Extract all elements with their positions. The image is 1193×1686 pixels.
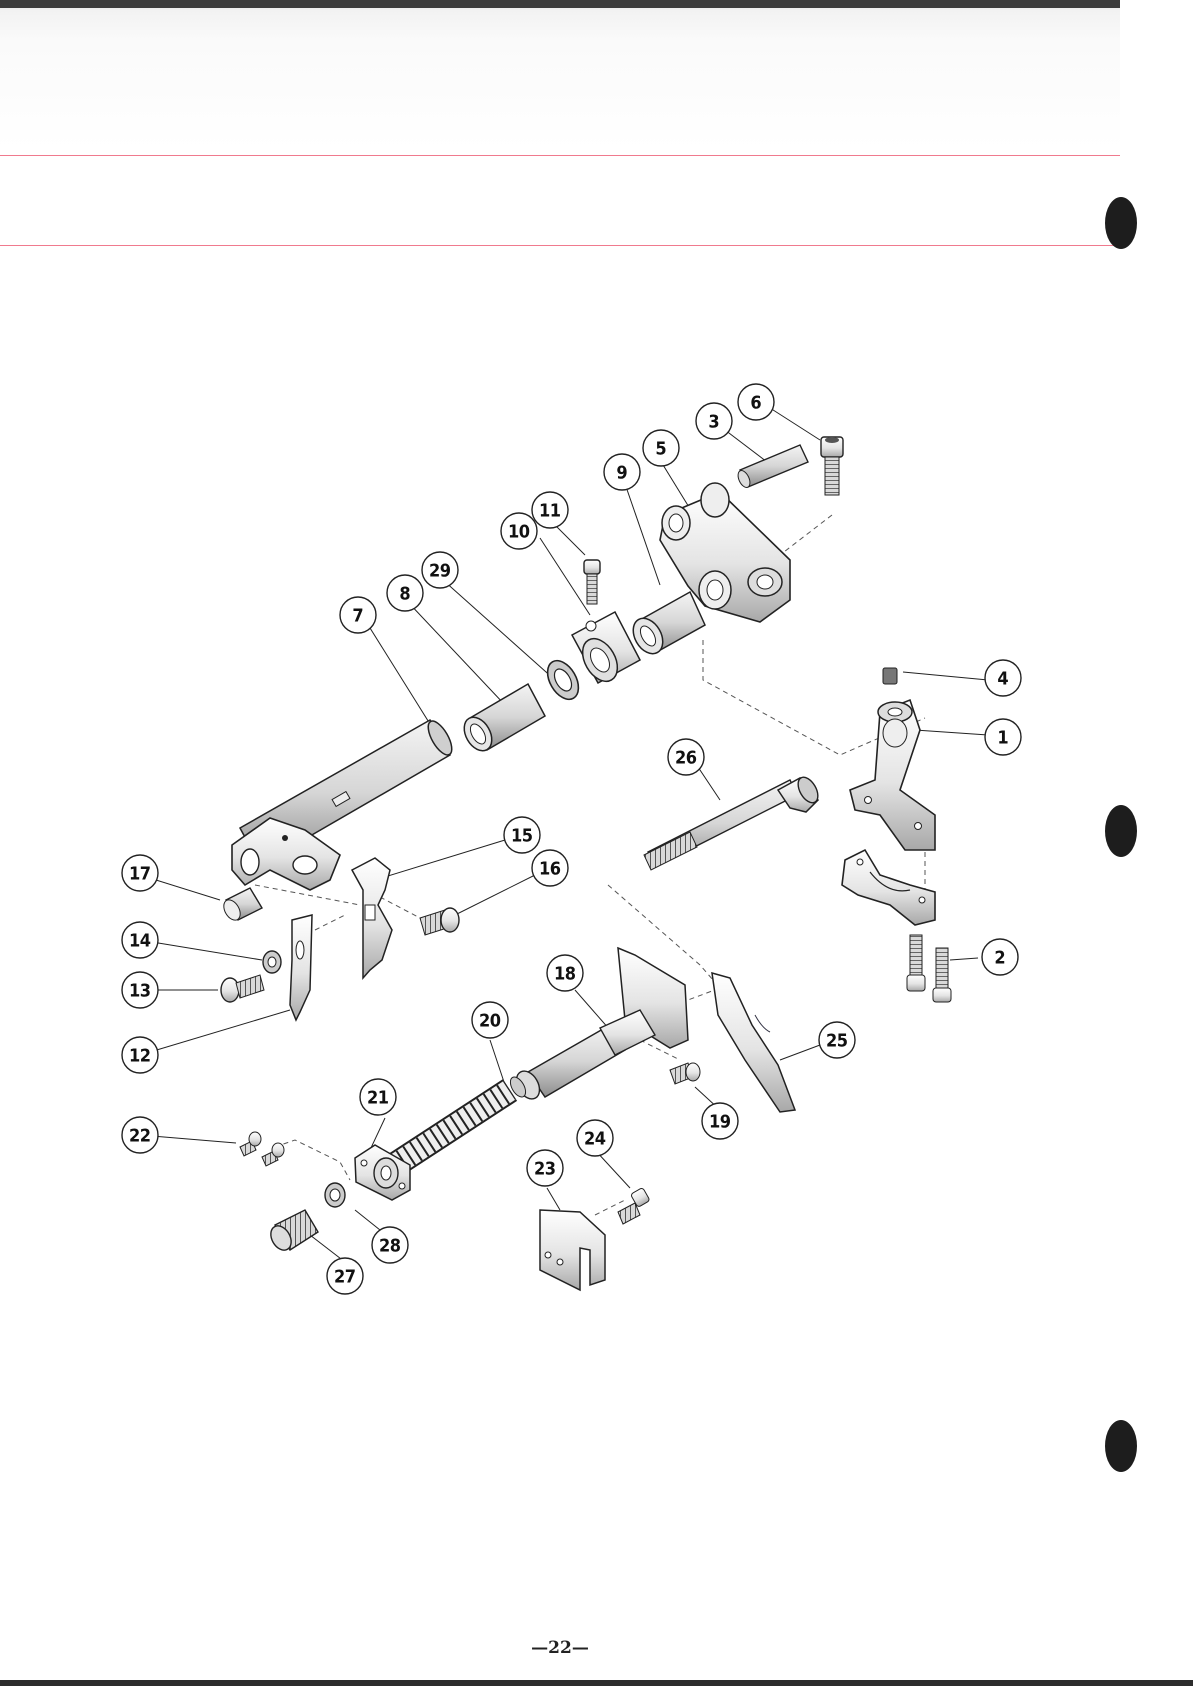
screw-13-part [221,975,264,1002]
callout-29: 29 [422,552,458,588]
spring-20-part [395,1074,529,1165]
bushing-9-part [627,592,705,659]
callout-20: 20 [472,1002,508,1038]
callout-number: 16 [539,859,561,880]
bracket-23-part [540,1210,605,1290]
rod-26-part [644,774,822,870]
bracket-1-part [850,700,935,850]
callout-number: 23 [534,1159,556,1180]
callout-number: 9 [616,463,627,484]
scan-bottom-edge [0,1680,1193,1686]
callout-3: 3 [696,403,732,439]
callout-27: 27 [327,1258,363,1294]
callout-number: 7 [352,606,363,627]
callout-number: 24 [584,1129,606,1150]
callout-number: 15 [511,826,533,847]
screws-22-part [240,1132,284,1166]
callout-22: 22 [122,1117,158,1153]
callout-17: 17 [122,855,158,891]
callout-number: 22 [129,1126,151,1147]
callout-number: 29 [429,561,451,582]
screw-19-part [670,1063,700,1084]
callout-19: 19 [702,1103,738,1139]
callout-number: 12 [129,1046,151,1067]
callout-number: 27 [334,1267,356,1288]
callout-number: 10 [508,522,530,543]
callout-14: 14 [122,922,158,958]
callout-11: 11 [532,492,568,528]
callout-number: 1 [997,728,1008,749]
callout-number: 17 [129,864,151,885]
callout-13: 13 [122,972,158,1008]
callout-number: 4 [997,669,1008,690]
callout-25: 25 [819,1022,855,1058]
callout-4: 4 [985,660,1021,696]
screw-24-part [618,1187,650,1224]
callout-8: 8 [387,575,423,611]
callout-23: 23 [527,1150,563,1186]
callout-7: 7 [340,597,376,633]
callout-26: 26 [668,739,704,775]
callout-6: 6 [738,384,774,420]
callout-number: 21 [367,1088,389,1109]
screw-16-part [420,908,459,935]
pin-17-part [220,888,262,923]
callout-number: 2 [994,948,1005,969]
callout-10: 10 [501,513,537,549]
lever-25-part [712,973,795,1112]
callout-number: 28 [379,1236,401,1257]
collar-10-part [572,612,640,687]
washer-14-part [263,951,281,973]
callout-number: 25 [826,1031,848,1052]
callout-2: 2 [982,939,1018,975]
callout-number: 6 [750,393,761,414]
screw-6-part [821,437,843,495]
bracket-cap-part [842,850,935,925]
callout-number: 20 [479,1011,501,1032]
pin-3-part [736,445,808,489]
screws-2-part [907,935,951,1002]
callout-21: 21 [360,1079,396,1115]
callout-1: 1 [985,719,1021,755]
screw-11-part [584,560,600,604]
callout-number: 3 [708,412,719,433]
callout-number: 18 [554,964,576,985]
callout-number: 13 [129,981,151,1002]
callout-12: 12 [122,1037,158,1073]
callout-number: 8 [399,584,410,605]
callout-number: 26 [675,748,697,769]
page-number: —22— [0,1638,1120,1658]
main-shaft-part [232,718,456,890]
callout-18: 18 [547,955,583,991]
callout-9: 9 [604,454,640,490]
callout-15: 15 [504,817,540,853]
bushing-8-part [459,684,545,756]
knob-27-part [267,1210,318,1254]
callout-5: 5 [643,430,679,466]
callout-number: 5 [655,439,666,460]
callout-24: 24 [577,1120,613,1156]
washer-28-part [325,1183,345,1207]
blade-12-part [290,915,312,1020]
callout-16: 16 [532,850,568,886]
callout-number: 14 [129,931,151,952]
washer-29-part [541,655,585,704]
presser-18-part [512,948,688,1103]
callout-number: 11 [539,501,561,522]
setscrew-4-part [883,668,897,684]
callout-28: 28 [372,1227,408,1263]
bracket-15-part [352,858,392,978]
callout-number: 19 [709,1112,731,1133]
